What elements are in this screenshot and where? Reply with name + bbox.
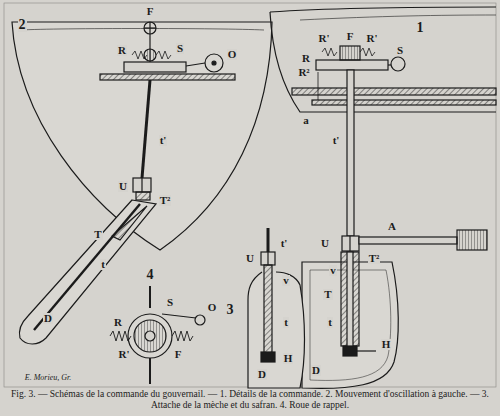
part-letter: D	[311, 365, 321, 376]
part-letter: U	[245, 253, 255, 264]
part-letter: T²	[368, 253, 381, 264]
part-letter: T²	[159, 195, 172, 206]
part-letter: O	[227, 49, 238, 60]
part-letter: F	[346, 31, 355, 42]
part-letter: R'	[318, 33, 331, 44]
part-letter: O	[207, 302, 218, 313]
part-letter: S	[396, 45, 404, 56]
part-letter: F	[146, 6, 155, 17]
part-letter: t	[283, 317, 289, 328]
engraver-signature: E. Morieu, Gr.	[24, 374, 72, 382]
part-letter: T	[323, 289, 332, 300]
part-letter: R	[117, 45, 127, 56]
part-letter: t'	[159, 135, 168, 146]
figure-number: 2	[18, 18, 27, 32]
part-letter: v	[282, 275, 290, 286]
part-letter: A	[387, 221, 397, 232]
part-letter: a	[302, 115, 310, 126]
figure-number: 1	[416, 21, 425, 35]
part-letter: v	[329, 265, 337, 276]
part-letter: R²	[297, 67, 310, 78]
part-letter: S	[176, 43, 184, 54]
part-letter: F	[174, 349, 183, 360]
part-letter: t'	[280, 238, 289, 249]
part-letter: D	[43, 313, 53, 324]
part-letter: R	[301, 53, 311, 64]
part-letter: R'	[366, 33, 379, 44]
part-letter: R	[113, 317, 123, 328]
part-letter: U	[118, 181, 128, 192]
part-letter: T	[93, 229, 102, 240]
part-letter: t	[327, 317, 333, 328]
part-letter: R'	[118, 349, 131, 360]
figure-caption: Fig. 3. — Schémas de la commande du gouv…	[10, 389, 490, 411]
part-letter: S	[166, 297, 174, 308]
figure-number: 4	[146, 268, 155, 282]
part-letter: U	[320, 238, 330, 249]
part-letter: D	[257, 369, 267, 380]
part-letter: H	[381, 339, 392, 350]
part-letter: t'	[332, 135, 341, 146]
part-letter: t	[100, 259, 106, 270]
part-letter: H	[283, 353, 294, 364]
figure-number: 3	[226, 303, 235, 317]
